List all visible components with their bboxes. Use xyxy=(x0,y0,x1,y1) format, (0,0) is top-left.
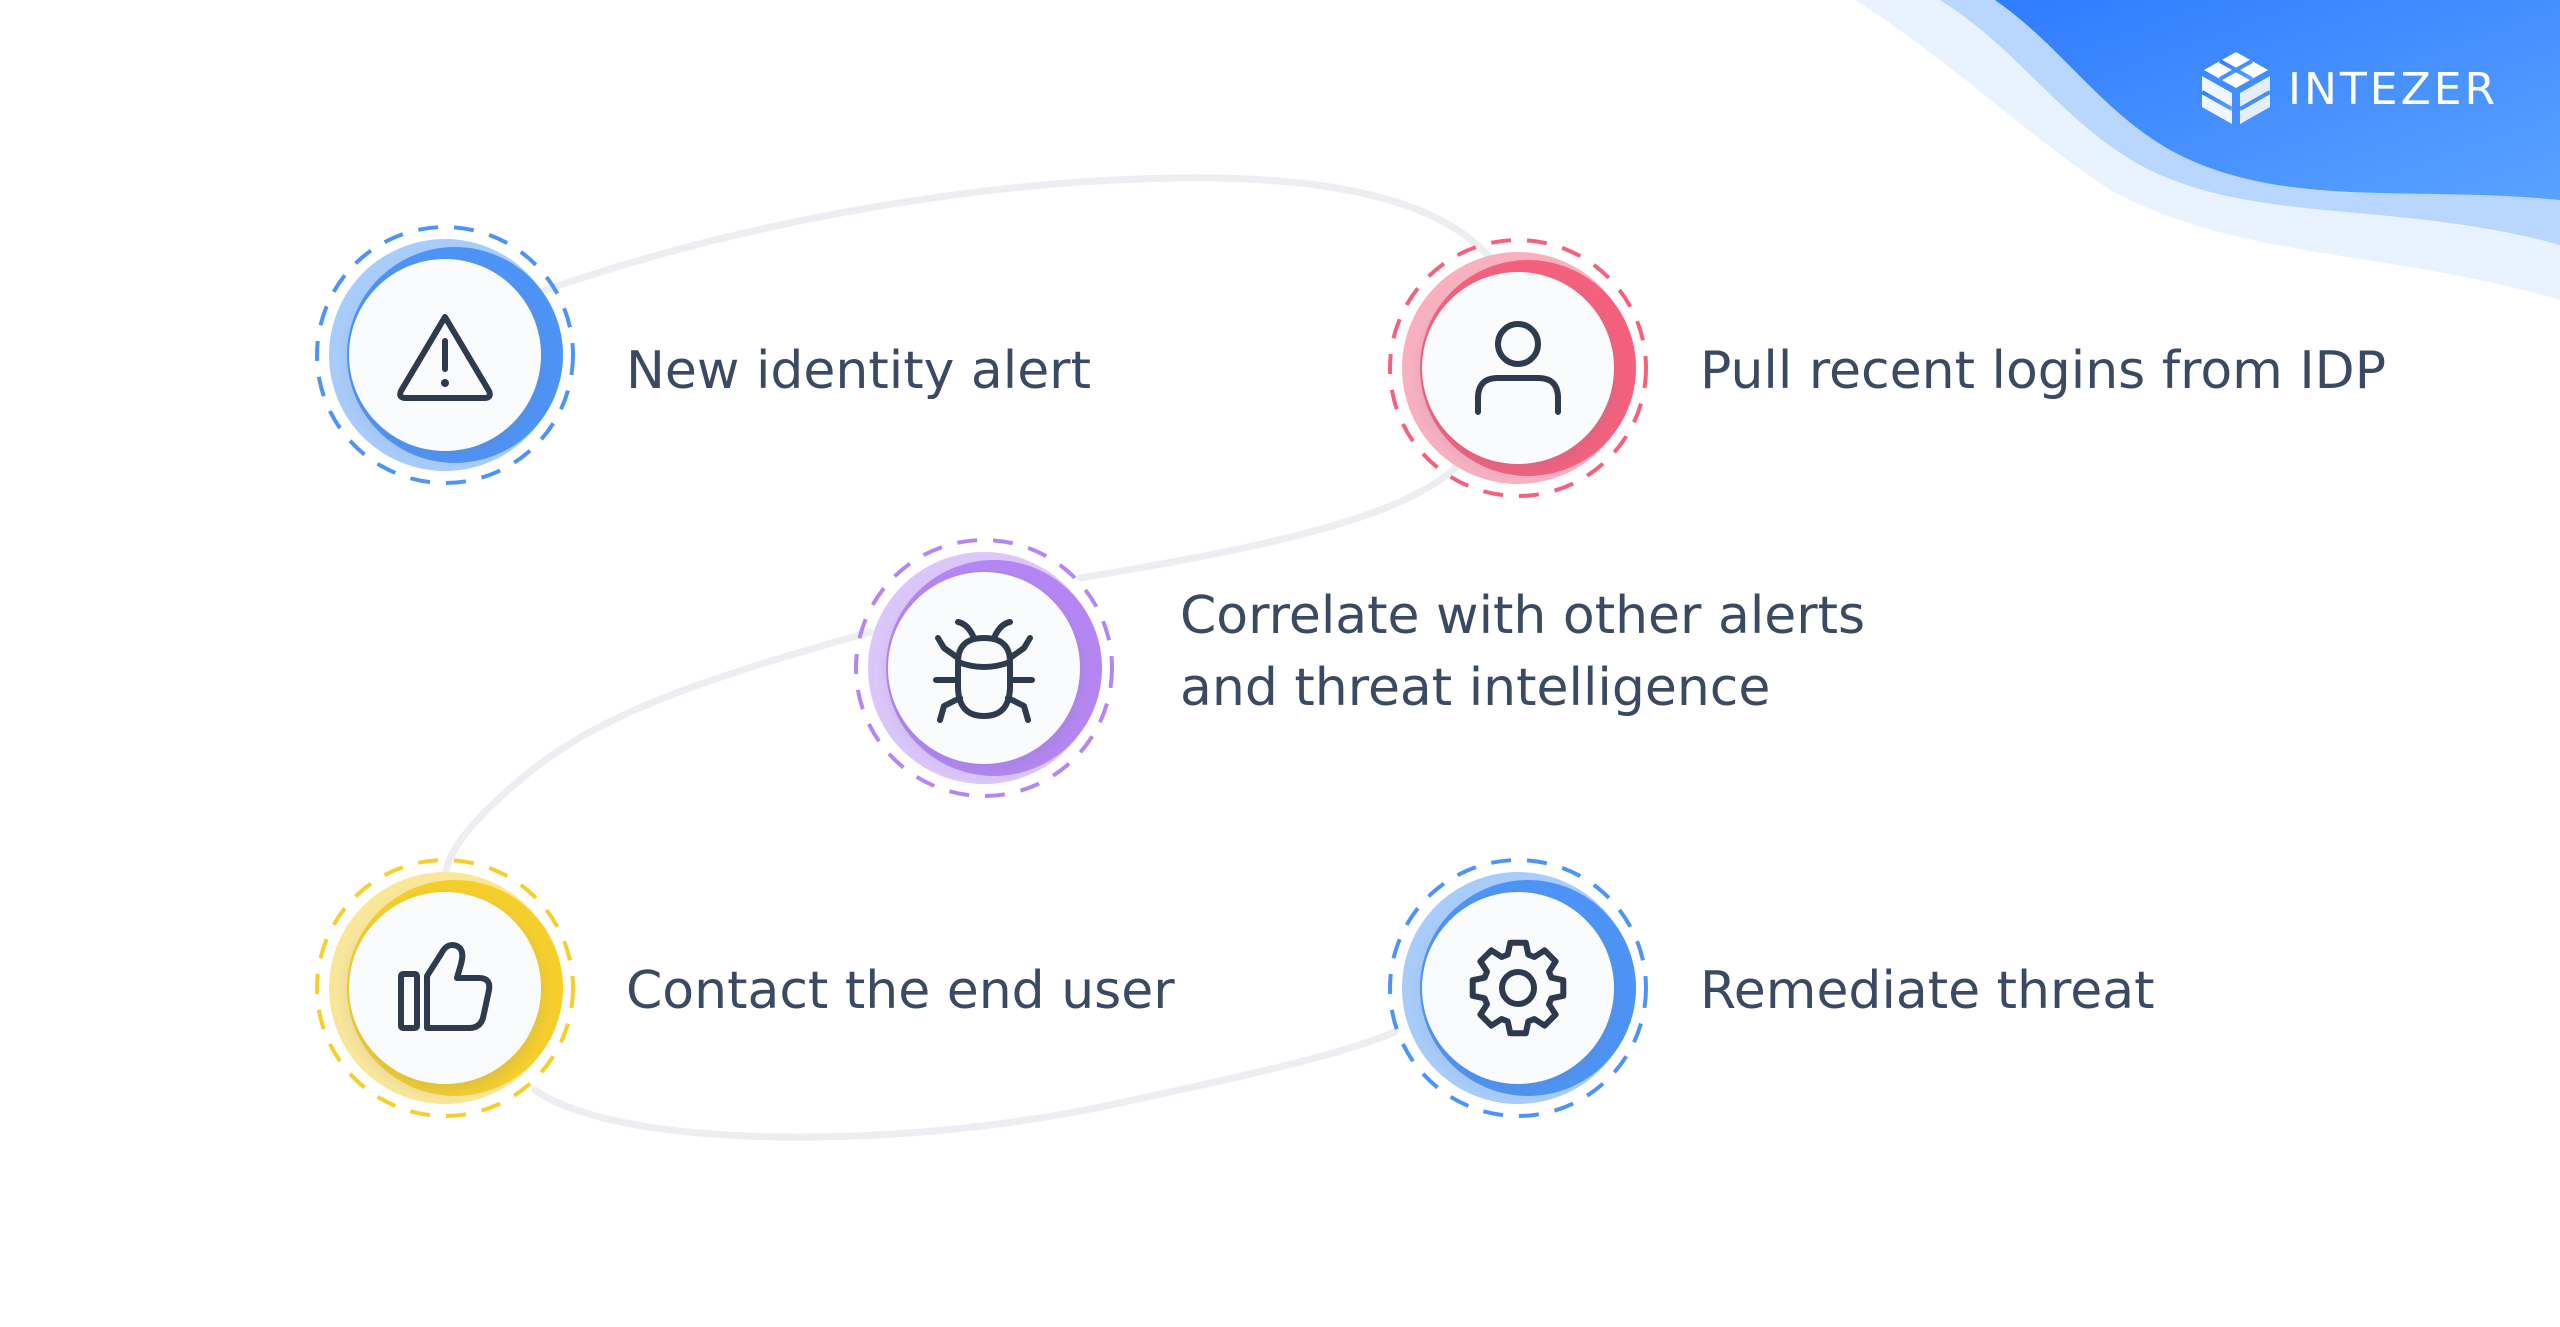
step-badge-3 xyxy=(854,538,1114,798)
step-label-contact-end-user: Contact the end user xyxy=(626,961,1175,1021)
step-label-pull-recent-logins: Pull recent logins from IDP xyxy=(1700,341,2387,401)
step-label-correlate-alerts: Correlate with other alerts and threat i… xyxy=(1180,586,1866,718)
gear-icon xyxy=(1469,939,1567,1037)
step-label-new-identity-alert: New identity alert xyxy=(626,341,1091,401)
step-badge-5 xyxy=(1388,858,1648,1118)
step-badge-1 xyxy=(315,225,575,485)
corner-wave-decoration xyxy=(1855,0,2560,300)
step-badge-face xyxy=(1422,892,1614,1084)
step-badge-face xyxy=(1422,272,1614,464)
brand-name: INTEZER xyxy=(2288,64,2499,115)
step-badges xyxy=(315,225,1648,1118)
step-dashed-ring xyxy=(854,538,1114,798)
step-label-remediate-threat: Remediate threat xyxy=(1700,961,2155,1021)
step-dashed-ring xyxy=(1388,858,1648,1118)
step-badge-4 xyxy=(315,858,575,1118)
isometric-cube-grid-logo xyxy=(2201,52,2271,124)
step-dashed-ring xyxy=(315,225,575,485)
warning-triangle-icon xyxy=(397,314,493,401)
connector-path xyxy=(441,174,1494,1141)
step-dashed-ring xyxy=(1388,238,1648,498)
step-dashed-ring xyxy=(315,858,575,1118)
step-badge-face xyxy=(349,892,541,1084)
bug-icon xyxy=(933,619,1035,723)
step-badge-2 xyxy=(1388,238,1648,498)
user-icon xyxy=(1475,321,1561,415)
thumbs-up-icon xyxy=(398,942,493,1031)
